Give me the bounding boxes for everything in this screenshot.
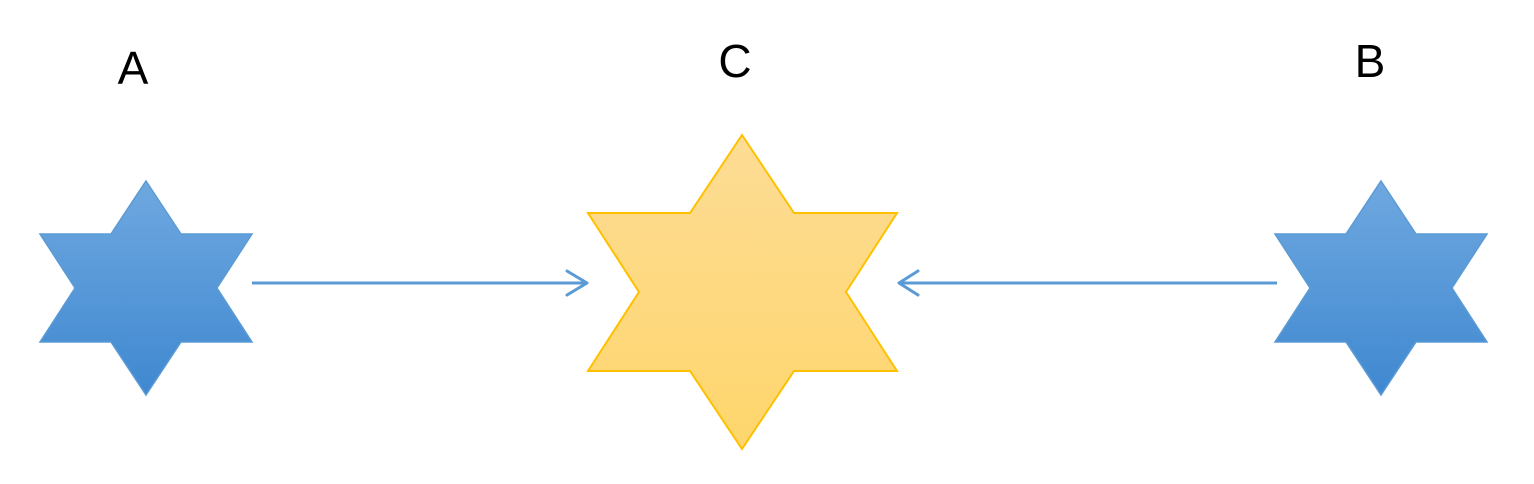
node-b-star-shape: [1273, 179, 1489, 397]
edge-b-to-c-arrowhead: [897, 269, 920, 297]
node-a[interactable]: A: [38, 42, 254, 397]
edge-b-to-c: [897, 269, 1277, 297]
edge-a-to-c: [252, 269, 589, 297]
node-a-star-shape: [38, 179, 254, 397]
node-b[interactable]: B: [1273, 35, 1489, 397]
node-c-label: C: [718, 35, 751, 87]
node-c-star-shape: [586, 133, 899, 451]
node-a-label: A: [118, 42, 149, 94]
edge-a-to-c-arrowhead: [565, 269, 589, 297]
node-c[interactable]: C: [586, 35, 899, 451]
node-b-label: B: [1355, 35, 1386, 87]
